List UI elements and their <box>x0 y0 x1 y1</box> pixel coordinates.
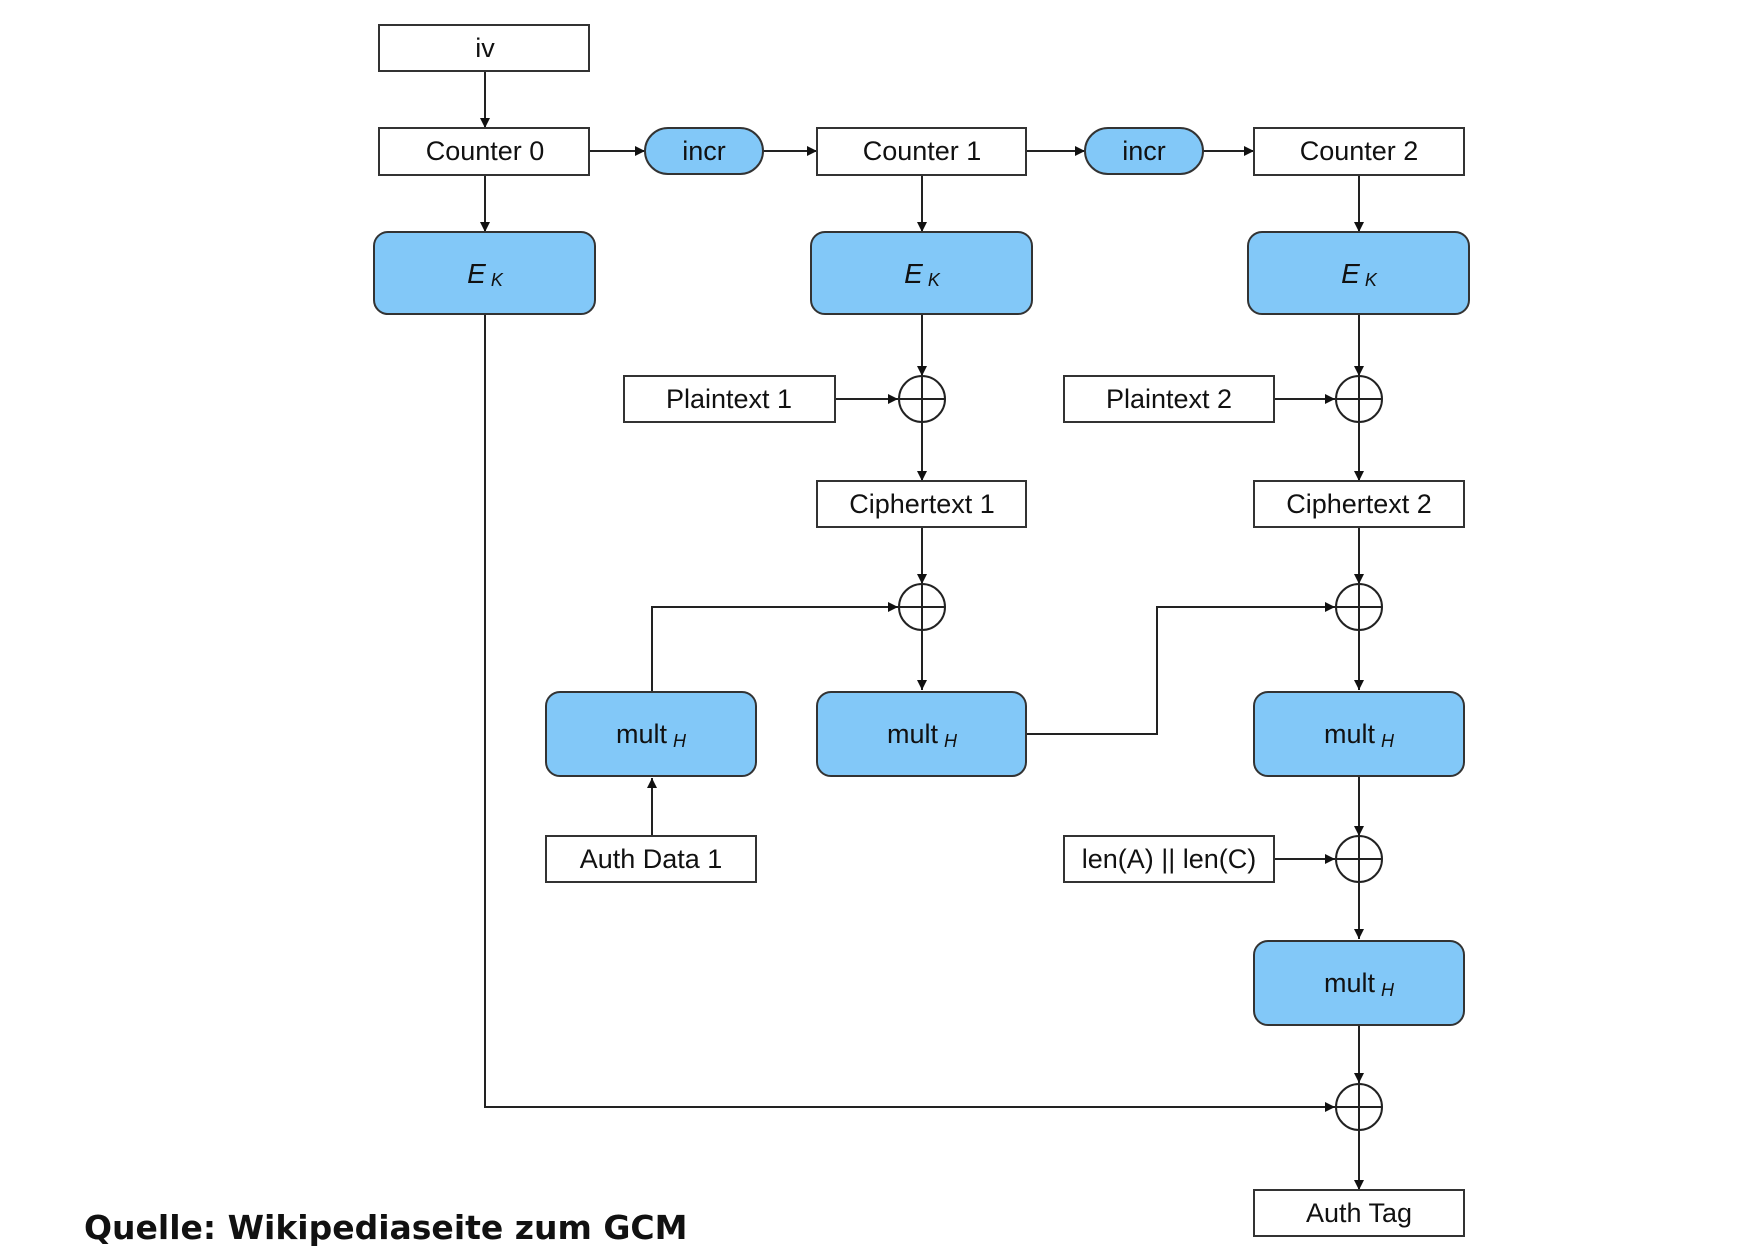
svg-text:Counter 2: Counter 2 <box>1300 136 1419 166</box>
iv-box: iv <box>378 24 590 72</box>
svg-text:iv: iv <box>475 33 495 63</box>
plaintext-1-box: Plaintext 1 <box>623 375 836 423</box>
incr-pill-2: incr <box>1084 127 1204 175</box>
ciphertext-2-box: Ciphertext 2 <box>1253 480 1465 528</box>
svg-text:Ciphertext 2: Ciphertext 2 <box>1286 489 1432 519</box>
svg-text:EK: EK <box>904 258 941 291</box>
svg-text:Auth Tag: Auth Tag <box>1306 1198 1412 1228</box>
arrow-ek0-xor6 <box>484 314 1335 1112</box>
connectors <box>480 71 1364 1190</box>
auth-data-1-box: Auth Data 1 <box>545 835 757 883</box>
counter-2-box: Counter 2 <box>1253 127 1465 176</box>
svg-text:Counter 1: Counter 1 <box>863 136 982 166</box>
xor-icon <box>1335 1083 1383 1131</box>
svg-text:EK: EK <box>467 258 504 291</box>
auth-tag-box: Auth Tag <box>1253 1189 1465 1237</box>
xor-icon <box>1335 583 1383 631</box>
svg-text:Counter 0: Counter 0 <box>426 136 545 166</box>
svg-text:Plaintext 1: Plaintext 1 <box>666 384 792 414</box>
incr-pill-1: incr <box>644 127 764 175</box>
xor-icon <box>898 375 946 423</box>
counter-1-box: Counter 1 <box>816 127 1027 176</box>
counter-0-box: Counter 0 <box>378 127 590 176</box>
xor-icon <box>1335 375 1383 423</box>
ciphertext-1-box: Ciphertext 1 <box>816 480 1027 528</box>
source-caption: Quelle: Wikipediaseite zum GCM <box>84 1208 688 1247</box>
xor-icon <box>1335 835 1383 883</box>
arrow-mult1-xor4 <box>1026 602 1335 735</box>
svg-text:Ciphertext 1: Ciphertext 1 <box>849 489 995 519</box>
length-box: len(A) || len(C) <box>1063 835 1275 883</box>
svg-text:Plaintext 2: Plaintext 2 <box>1106 384 1232 414</box>
svg-text:EK: EK <box>1341 258 1378 291</box>
svg-text:Auth Data 1: Auth Data 1 <box>580 844 723 874</box>
svg-text:incr: incr <box>682 136 726 166</box>
arrow-mult0-xor3 <box>651 602 898 692</box>
svg-text:len(A) || len(C): len(A) || len(C) <box>1082 844 1257 874</box>
xor-icon <box>898 583 946 631</box>
plaintext-2-box: Plaintext 2 <box>1063 375 1275 423</box>
svg-text:incr: incr <box>1122 136 1166 166</box>
